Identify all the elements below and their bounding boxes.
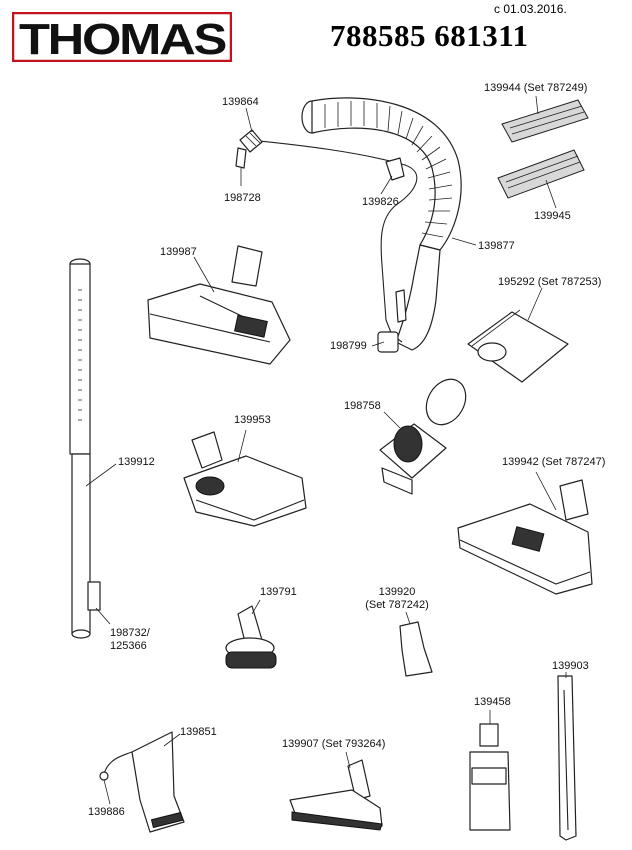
suction-tube-drawing — [69, 258, 101, 639]
part-label-139920-set: (Set 787242) — [365, 599, 429, 611]
model-numbers: 788585 681311 — [330, 18, 529, 53]
dust-brush-drawing — [225, 605, 277, 669]
part-label-139877: 139877 — [478, 240, 515, 252]
date-stamp: c 01.03.2016. — [494, 2, 567, 16]
svg-text:THOMAS: THOMAS — [19, 15, 226, 62]
dust-bag-drawing — [467, 309, 569, 383]
part-label-139791: 139791 — [260, 586, 297, 598]
thomas-logo: THOMAS — [12, 12, 232, 62]
filter-holder-drawing — [379, 378, 467, 495]
cleaning-fluid-bottle-drawing — [469, 723, 511, 831]
floor-nozzle-139942-drawing — [457, 479, 593, 595]
part-label-139864: 139864 — [222, 96, 259, 108]
part-label-198732: 198732/ 125366 — [110, 627, 150, 653]
part-label-139826: 139826 — [362, 196, 399, 208]
leader-lines — [85, 95, 567, 805]
part-label-139945: 139945 — [534, 210, 571, 222]
part-label-139920: 139920 (Set 787242) — [362, 586, 432, 612]
elbow-connector-drawing — [235, 129, 263, 169]
part-label-198732-number: 198732/ — [110, 627, 150, 639]
part-label-125366-number: 125366 — [110, 640, 147, 652]
filter-mats-drawing — [497, 99, 589, 199]
part-label-139953: 139953 — [234, 414, 271, 426]
part-label-195292: 195292 (Set 787253) — [498, 276, 602, 288]
part-label-139851: 139851 — [180, 726, 217, 738]
crevice-nozzle-drawing — [557, 675, 577, 841]
floor-nozzle-139987-drawing — [147, 245, 291, 365]
part-label-139942: 139942 (Set 787247) — [502, 456, 606, 468]
turbo-brush-drawing — [183, 431, 307, 527]
part-label-139458: 139458 — [474, 696, 511, 708]
spray-extraction-tool-drawing — [99, 731, 185, 833]
part-label-139912: 139912 — [118, 456, 155, 468]
part-label-139886: 139886 — [88, 806, 125, 818]
part-label-139907: 139907 (Set 793264) — [282, 738, 386, 750]
hard-floor-nozzle-drawing — [289, 759, 383, 831]
part-label-139920-number: 139920 — [378, 586, 416, 598]
part-label-139903: 139903 — [552, 660, 589, 672]
part-label-198728: 198728 — [224, 192, 261, 204]
part-label-198758: 198758 — [344, 400, 381, 412]
upholstery-tool-drawing — [399, 621, 433, 677]
part-label-139944: 139944 (Set 787249) — [484, 82, 588, 94]
hose-assembly-drawing — [249, 97, 462, 353]
part-label-139987: 139987 — [160, 246, 197, 258]
part-label-198799: 198799 — [330, 340, 367, 352]
